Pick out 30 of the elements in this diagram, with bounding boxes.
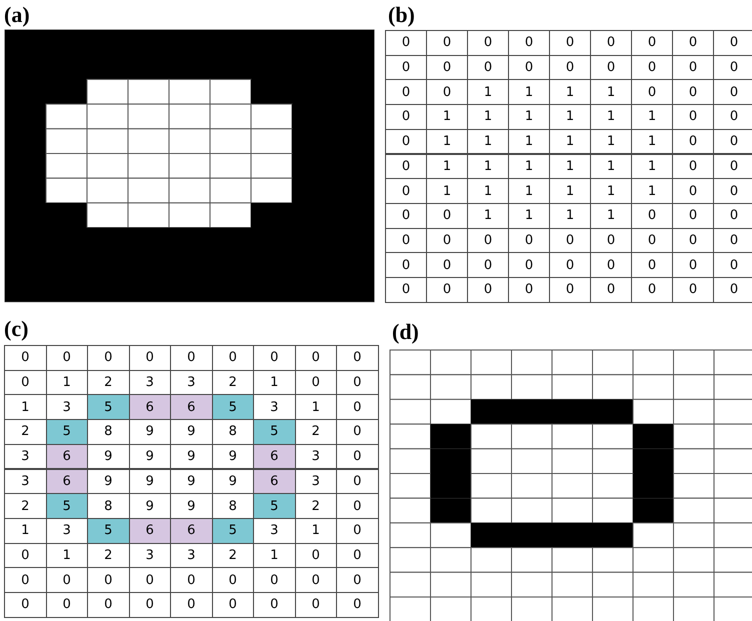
highlighted-cell: 6 [253,468,296,494]
table-cell: 0 [336,345,378,371]
highlighted-cell: 5 [212,394,254,420]
highlighted-cell: 6 [170,394,212,420]
table-cell: 0 [4,592,46,618]
table-cell: 0 [385,30,427,56]
highlighted-cell: 5 [253,419,296,445]
highlighted-cell: 5 [253,493,296,519]
highlighted-cell: 6 [46,444,88,470]
table-cell: 0 [385,277,427,303]
table-cell: 0 [336,444,378,470]
panel-label: (c) [4,317,28,341]
highlighted-cell: 6 [128,518,171,544]
highlighted-cell: 6 [253,444,296,470]
table-cell: 0 [336,468,378,494]
highlighted-cell: 6 [170,518,212,544]
highlighted-cell: 5 [46,493,88,519]
highlighted-cell: 5 [87,394,130,420]
highlighted-cell: 6 [128,394,171,420]
table-cell: 0 [4,345,46,371]
highlighted-cell: 5 [87,518,130,544]
table-cell: 0 [385,128,427,154]
table-cell: 0 [336,592,378,618]
table-cell: 0 [385,154,427,180]
panel-label: (d) [392,320,419,344]
panel-label: (a) [4,3,30,27]
highlighted-cell: 6 [46,468,88,494]
highlighted-cell: 5 [46,419,88,445]
highlighted-cell: 5 [212,518,254,544]
panel-label: (b) [388,3,415,27]
